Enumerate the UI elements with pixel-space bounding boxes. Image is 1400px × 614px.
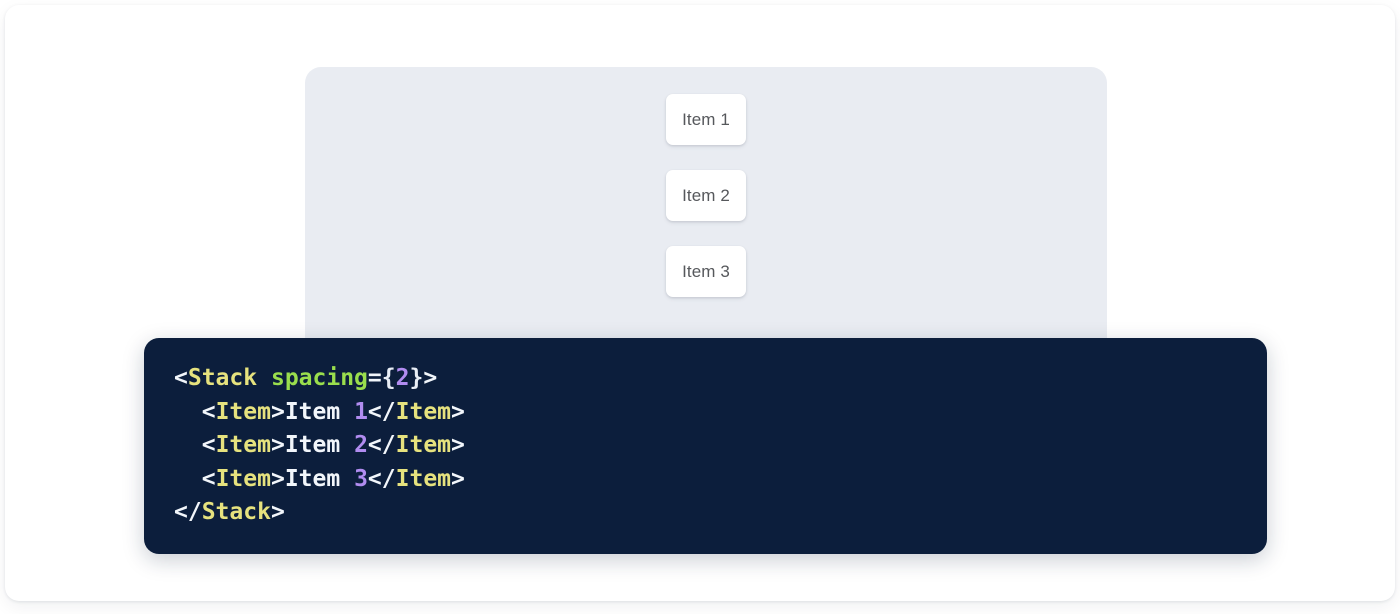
code-token-punct: > (451, 432, 465, 458)
code-token-tag: Stack (187, 365, 258, 391)
code-token-text (257, 365, 271, 391)
code-token-punct: < (201, 398, 216, 425)
code-token-tag: Stack (201, 499, 271, 525)
code-token-brace: { (381, 365, 396, 391)
code-token-text: Item (284, 432, 355, 458)
code-token-punct: </ (174, 499, 202, 525)
stack-item[interactable]: Item 1 (666, 94, 746, 145)
code-token-tag: Item (395, 432, 452, 458)
code-token-num: 2 (395, 365, 410, 391)
code-token-punct: > (451, 465, 465, 492)
code-token-tag: Item (215, 432, 271, 458)
code-content: <Stack spacing={2}> <Item>Item 1</Item> … (174, 362, 1237, 530)
code-token-punct: </ (367, 432, 396, 458)
code-token-punct: < (201, 465, 216, 492)
code-token-punct: < (174, 365, 188, 391)
code-token-num: 3 (354, 465, 368, 492)
code-token-punct: > (270, 499, 285, 525)
code-token-punct: > (451, 398, 465, 425)
stack-container: Item 1 Item 2 Item 3 (666, 94, 746, 297)
code-token-brace: } (409, 365, 424, 391)
code-token-punct: < (201, 432, 216, 458)
code-token-num: 2 (354, 432, 368, 458)
page-surface: Item 1 Item 2 Item 3 <Stack spacing={2}>… (5, 5, 1395, 601)
stack-item[interactable]: Item 3 (666, 246, 746, 297)
code-token-attr: spacing (270, 365, 368, 391)
code-token-punct: > (423, 365, 438, 391)
code-token-tag: Item (215, 398, 271, 425)
code-snippet-block[interactable]: <Stack spacing={2}> <Item>Item 1</Item> … (144, 338, 1267, 554)
code-lines: <Stack spacing={2}> <Item>Item 1</Item> … (174, 365, 465, 525)
stack-item[interactable]: Item 2 (666, 170, 746, 221)
code-token-punct: </ (367, 465, 396, 492)
code-token-text: Item (284, 398, 355, 425)
code-token-punct: > (270, 432, 285, 458)
component-preview-panel: Item 1 Item 2 Item 3 (305, 67, 1107, 367)
code-token-num: 1 (354, 398, 368, 425)
code-token-tag: Item (215, 465, 271, 492)
code-token-punct: > (270, 465, 285, 492)
code-token-punct: = (367, 365, 382, 391)
code-token-tag: Item (395, 398, 452, 425)
code-token-text: Item (284, 465, 355, 492)
code-token-punct: > (270, 398, 285, 425)
code-token-tag: Item (395, 465, 452, 492)
code-token-punct: </ (367, 398, 396, 425)
